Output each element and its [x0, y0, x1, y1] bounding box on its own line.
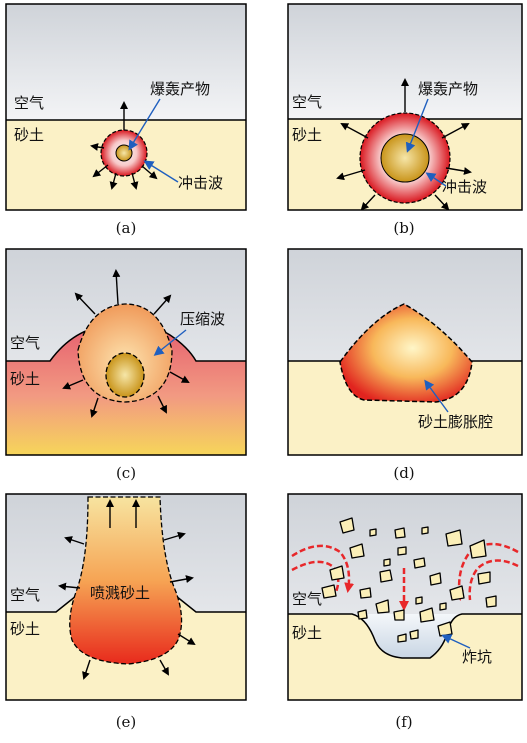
label-shock: 冲击波: [442, 178, 487, 196]
label-soil: 砂土: [14, 126, 44, 144]
label-crater: 炸坑: [462, 648, 492, 666]
label-products: 爆轰产物: [418, 80, 478, 98]
panel-f: 空气 砂土 炸坑 (f): [288, 494, 522, 731]
panel-b: 空气 砂土 爆轰产物 冲击波 (b): [288, 4, 522, 237]
caption-b: (b): [393, 219, 414, 237]
panel-e: 空气 砂土 喷溅砂土 (e): [6, 494, 246, 731]
caption-c: (c): [116, 464, 136, 482]
label-ejecta: 喷溅砂土: [90, 584, 150, 602]
detonation-core: [106, 353, 144, 397]
label-soil: 砂土: [292, 624, 322, 642]
label-air: 空气: [292, 93, 322, 111]
label-soil: 砂土: [292, 126, 322, 144]
label-compression: 压缩波: [180, 310, 225, 328]
panel-d: 砂土膨胀腔 (d): [288, 249, 522, 482]
label-soil: 砂土: [10, 370, 40, 388]
label-air: 空气: [10, 334, 40, 352]
label-cavity: 砂土膨胀腔: [418, 413, 493, 431]
label-soil: 砂土: [10, 620, 40, 638]
caption-f: (f): [395, 713, 412, 731]
label-air: 空气: [292, 590, 322, 608]
detonation-core: [381, 134, 429, 182]
caption-d: (d): [393, 464, 414, 482]
panel-c: 空气 砂土 压缩波 (c): [6, 249, 246, 482]
panel-a: 空气 砂土 爆轰产物 冲击波 (a): [6, 4, 246, 237]
label-products: 爆轰产物: [150, 80, 210, 98]
caption-a: (a): [116, 219, 137, 237]
label-shock: 冲击波: [178, 174, 223, 192]
label-air: 空气: [14, 94, 44, 112]
label-air: 空气: [10, 586, 40, 604]
caption-e: (e): [116, 713, 137, 731]
